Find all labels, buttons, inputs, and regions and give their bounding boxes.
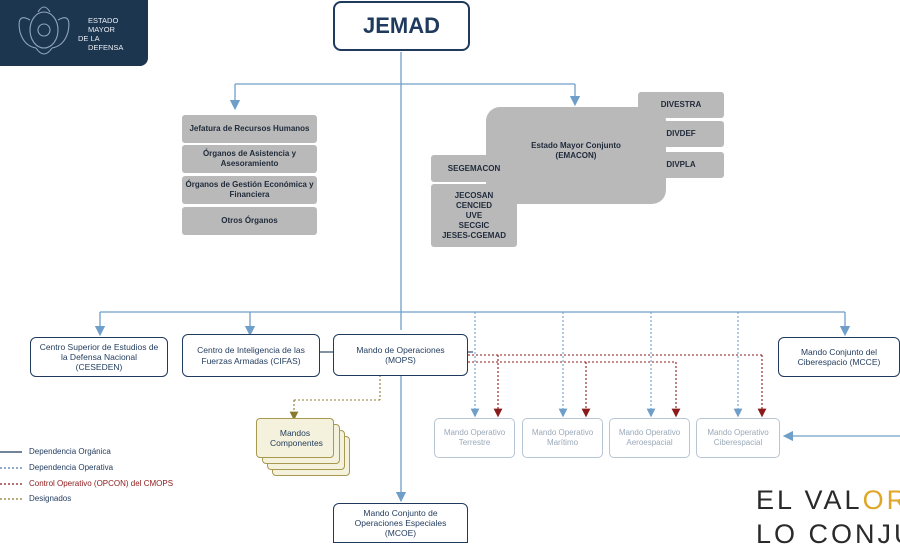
cifas-box[interactable]: Centro de Inteligencia de las Fuerzas Ar… [182,334,320,377]
division-box[interactable]: DIVDEF [638,121,724,147]
motto-line-1: EL VALOR [756,485,900,516]
legend-designados: Designados [29,494,71,503]
legend-label: Designados [29,494,72,503]
logo-text: ESTADO MAYOR DE LA DEFENSA [78,16,124,52]
opcon-lines [468,354,767,418]
subunit-label: UVE [465,210,483,220]
jemad-box[interactable]: JEMAD [333,1,470,51]
division-label: DIVESTRA [660,100,702,110]
emacon-subunits-box[interactable]: JECOSAN CENCIED UVE SECGIC JESES-CGEMAD [431,184,517,247]
subunit-label: JESES-CGEMAD [441,230,506,240]
division-box[interactable]: DIVESTRA [638,92,724,118]
organ-label: Otros Órganos [221,216,278,226]
mcoe-box[interactable]: Mando Conjunto de Operaciones Especiales… [333,503,468,543]
operativo-label: Mando Operativo Ciberespacial [707,428,769,447]
mando-operativo-maritimo[interactable]: Mando Operativo Marítimo [522,418,603,458]
organic-lines [94,52,900,503]
cifas-label: Centro de Inteligencia de las Fuerzas Ar… [197,345,305,366]
segemacon-label: SEGEMACON [447,163,501,173]
logo-line: DEFENSA [88,43,124,52]
emblem-icon [18,6,70,55]
mando-operativo-terrestre[interactable]: Mando Operativo Terrestre [434,418,515,458]
division-label: DIVPLA [666,160,696,170]
legend-lines [0,451,22,500]
operativa-lines [470,312,743,418]
operativo-label: Mando Operativo Aeroespacial [618,428,681,447]
motto-text: EL VAL [756,485,863,515]
motto-text: LO CONJU [756,519,900,549]
operativo-label: Mando Operativo Marítimo [531,428,594,447]
legend-label: Dependencia Orgánica [29,447,111,456]
organ-label: Órganos de Asistencia y Asesoramiento [202,149,297,168]
segemacon-box[interactable]: SEGEMACON [431,155,517,182]
mando-operativo-aeroespacial[interactable]: Mando Operativo Aeroespacial [609,418,690,458]
logo-line: DE LA [78,34,100,43]
legend-opcon: Control Operativo (OPCON) del CMOPS [29,479,173,488]
subunit-label: SECGIC [458,220,490,230]
mcoe-label: Mando Conjunto de Operaciones Especiales… [354,507,447,539]
organ-box[interactable]: Órganos de Asistencia y Asesoramiento [182,145,317,173]
organ-box[interactable]: Otros Órganos [182,207,317,235]
ceseden-label: Centro Superior de Estudios de la Defens… [39,341,159,373]
operativo-label: Mando Operativo Terrestre [443,428,506,447]
legend-label: Control Operativo (OPCON) del CMOPS [29,479,174,488]
legend-organica: Dependencia Orgánica [29,447,111,456]
logo-line: ESTADO [88,16,119,25]
legend-label: Dependencia Operativa [29,463,114,472]
mando-operativo-ciberespacial[interactable]: Mando Operativo Ciberespacial [696,418,780,458]
motto-text-accent: OR [862,485,900,515]
emacon-label: Estado Mayor Conjunto (EMACON) [531,141,621,160]
organ-label: Jefatura de Recursos Humanos [189,124,310,134]
mops-box[interactable]: Mando de Operaciones (MOPS) [333,334,468,376]
division-box[interactable]: DIVPLA [638,152,724,178]
mcce-label: Mando Conjunto del Ciberespacio (MCCE) [797,346,881,367]
legend-operativa: Dependencia Operativa [29,463,113,472]
mops-label: Mando de Operaciones (MOPS) [356,344,445,365]
emad-logo: ESTADO MAYOR DE LA DEFENSA [0,0,148,66]
division-label: DIVDEF [666,129,696,139]
subunit-label: CENCIED [455,200,492,210]
subunit-label: JECOSAN [454,190,494,200]
ceseden-box[interactable]: Centro Superior de Estudios de la Defens… [30,337,168,377]
jemad-label: JEMAD [362,13,440,38]
organ-label: Órganos de Gestión Económica y Financier… [185,180,314,199]
mandos-componentes-box[interactable]: Mandos Componentes [256,418,334,458]
mcce-box[interactable]: Mando Conjunto del Ciberespacio (MCCE) [778,337,900,377]
designados-lines [289,375,381,421]
logo-line: MAYOR [88,25,115,34]
organ-box[interactable]: Órganos de Gestión Económica y Financier… [182,176,317,204]
mandos-componentes-label: Mandos Componentes [270,427,323,448]
organ-box[interactable]: Jefatura de Recursos Humanos [182,115,317,143]
motto-line-2: LO CONJU [756,519,900,550]
